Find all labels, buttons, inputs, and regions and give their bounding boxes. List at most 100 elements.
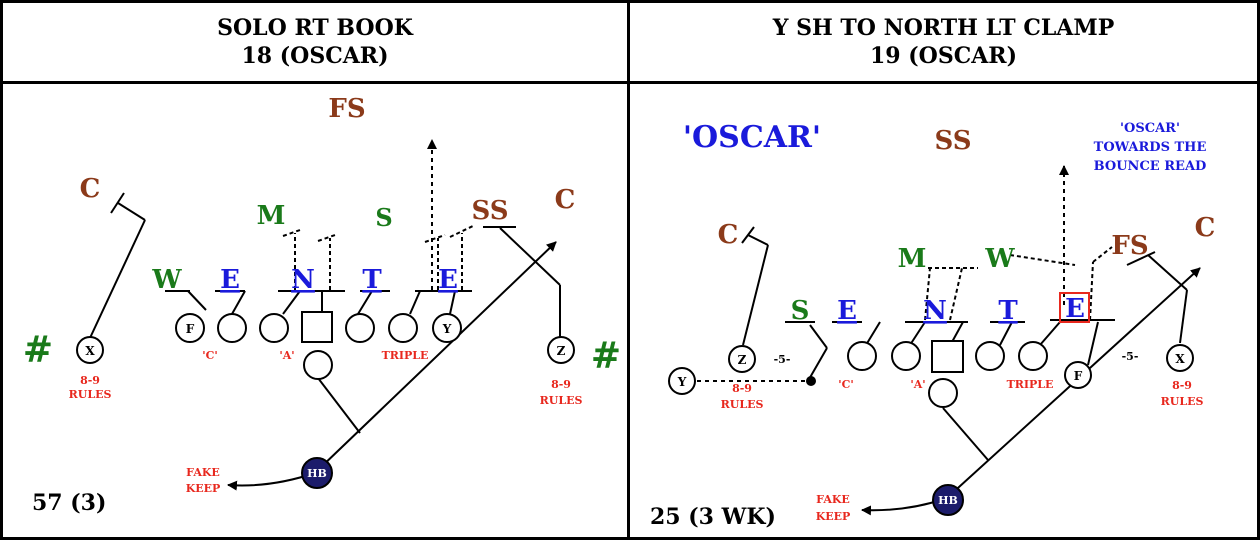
left-dotted-block (449, 224, 476, 238)
right-lt-circle (847, 341, 877, 371)
left-m-label: M (257, 201, 286, 231)
left-f-label: F (186, 322, 195, 336)
right-e-label: E (837, 296, 857, 326)
right-five-left: -5- (774, 353, 791, 366)
left-qb-circle (303, 350, 333, 380)
left-c-route (89, 219, 146, 339)
right-c-assignment: 'C' (838, 378, 854, 391)
left-hb-circle (301, 457, 333, 489)
left-x-label: X (85, 344, 95, 358)
right-c-route (742, 244, 769, 346)
right-x-circle (1166, 344, 1194, 372)
right-play-title: Y SH TO NORTH LT CLAMP (772, 15, 1115, 41)
right-diagram (697, 165, 1201, 516)
right-rg-circle (975, 341, 1005, 371)
right-block-line (1087, 321, 1099, 366)
left-z-route-seg (499, 227, 561, 286)
left-fake-1: FAKE (186, 466, 220, 479)
left-block-line (357, 290, 373, 315)
right-dotted-block (924, 267, 931, 321)
right-bounce-read-box (1059, 292, 1090, 323)
left-fs-label: FS (328, 94, 365, 124)
left-c-left-label: C (80, 174, 101, 204)
right-rules-x-1: 8-9 (1172, 379, 1192, 392)
right-c-right-label: C (1195, 213, 1216, 243)
left-c-right-label: C (555, 185, 576, 215)
right-f-circle (1064, 361, 1092, 389)
left-players (76, 311, 575, 489)
left-z-label: Z (557, 344, 566, 358)
left-triple-label: TRIPLE (382, 349, 429, 362)
left-rules-z-2: RULES (540, 394, 583, 407)
right-triple-label: TRIPLE (1007, 378, 1054, 391)
left-hb-label: HB (307, 467, 327, 480)
left-block-line (187, 290, 207, 311)
right-rules-y-1: 8-9 (732, 382, 752, 395)
right-dotted-block (1009, 254, 1076, 266)
left-s-label: S (375, 203, 392, 232)
right-x-label: X (1175, 352, 1185, 366)
right-players (668, 292, 1194, 516)
right-note-2: TOWARDS THE (1094, 140, 1207, 155)
right-n-label: N (923, 296, 947, 326)
left-hash-right: # (591, 335, 621, 377)
right-rules-x-2: RULES (1161, 395, 1204, 408)
right-note-1: 'OSCAR' (1120, 121, 1180, 136)
left-block-line (409, 290, 421, 315)
right-w-label: W (984, 244, 1015, 274)
left-z-circle (547, 336, 575, 364)
left-hb-path (317, 241, 557, 471)
left-play-number: 57 (3) (32, 490, 106, 516)
left-play-header: SOLO RT BOOK 18 (OSCAR) (3, 3, 627, 84)
left-hash-left: # (23, 329, 53, 371)
right-hb-label: HB (938, 494, 958, 507)
right-note-3: BOUNCE READ (1094, 159, 1207, 174)
right-lg-circle (891, 341, 921, 371)
left-c-assignment: 'C' (202, 349, 218, 362)
right-e2-label: E (1065, 294, 1085, 324)
left-w-label: W (151, 265, 182, 295)
right-y-label: Y (677, 375, 687, 389)
right-center-square (931, 340, 964, 373)
right-rt-circle (1018, 341, 1048, 371)
right-z-label: Z (738, 353, 747, 367)
right-text: 'OSCAR' 'OSCAR' TOWARDS THE BOUNCE READ … (650, 120, 1215, 530)
right-ss-label: SS (935, 126, 972, 156)
left-e2-label: E (438, 265, 458, 295)
left-text: FS C C M S SS W E N T E # # X F Y Z HB '… (23, 94, 621, 516)
right-dotted-block (1092, 246, 1113, 263)
right-dotted-block (1089, 261, 1094, 321)
right-y-circle (668, 367, 696, 395)
right-play-panel: Y SH TO NORTH LT CLAMP 19 (OSCAR) (627, 0, 1260, 540)
right-block-line (909, 321, 926, 346)
right-s-label: S (791, 296, 810, 326)
right-m-label: M (898, 244, 927, 274)
left-block-line (282, 290, 301, 315)
right-qb-circle (928, 378, 958, 408)
left-play-title: SOLO RT BOOK (217, 15, 413, 41)
right-c-route-seg (747, 234, 769, 246)
left-rules-x-2: RULES (69, 388, 112, 401)
left-block-line (449, 290, 456, 315)
left-c-block-mark (110, 192, 125, 214)
right-fake-keep-path (861, 498, 945, 516)
right-dotted-block (949, 267, 963, 321)
right-block-line (999, 321, 1013, 346)
right-play-number: 25 (3 WK) (650, 504, 776, 530)
left-x-circle (76, 336, 104, 364)
right-play-header: Y SH TO NORTH LT CLAMP 19 (OSCAR) (630, 3, 1257, 84)
right-y-shift-dot (806, 376, 816, 386)
right-hb-circle (932, 484, 964, 516)
left-t-label: T (362, 265, 382, 295)
left-lt-circle (217, 313, 247, 343)
left-dotted-block (282, 229, 301, 237)
right-block-line (1039, 321, 1061, 346)
left-a-assignment: 'A' (279, 349, 294, 362)
left-c-route-seg (117, 202, 146, 221)
right-x-route-seg (1147, 254, 1188, 291)
right-c-block-mark (741, 226, 755, 244)
left-rules-x-1: 8-9 (80, 374, 100, 387)
right-a-assignment: 'A' (910, 378, 925, 391)
right-oscar-label: 'OSCAR' (683, 120, 821, 155)
left-ss-label: SS (472, 196, 509, 226)
